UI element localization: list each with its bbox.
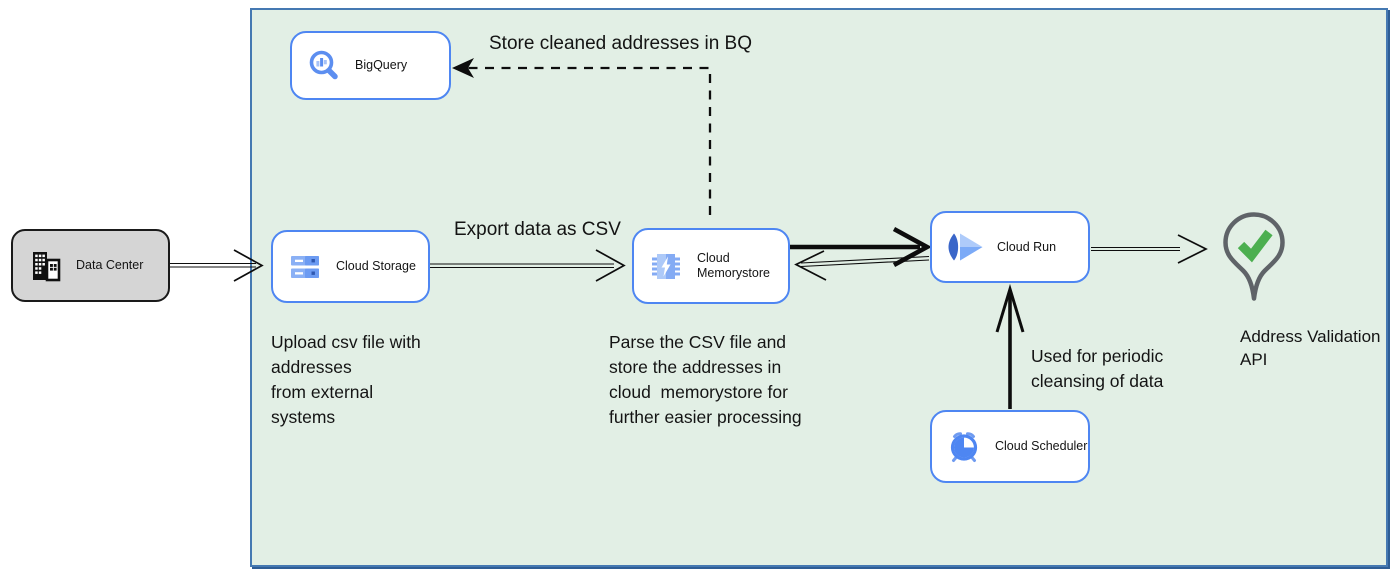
node-address-validation-api[interactable] (1220, 211, 1288, 312)
address-validation-api-label: Address Validation API (1240, 327, 1381, 369)
node-label-cloud-scheduler: Cloud Scheduler (995, 439, 1088, 453)
node-label-cloud-storage: Cloud Storage (336, 259, 416, 273)
node-label-data-center: Data Center (76, 258, 144, 272)
gcp-boundary (250, 8, 1388, 567)
pin-check-icon (1223, 212, 1285, 301)
cloud-storage-icon (291, 255, 319, 278)
edge-datacenter-to-storage (170, 249, 264, 282)
node-label-cloud-memorystore: Cloud Memorystore (697, 251, 770, 280)
bigquery-icon (309, 50, 338, 79)
label-periodic-cleansing: Used for periodic cleansing of data (1031, 346, 1164, 391)
data-center-icon (33, 251, 61, 281)
node-data-center[interactable]: Data Center (11, 229, 170, 302)
node-bigquery[interactable]: BigQuery (290, 31, 451, 100)
node-cloud-scheduler[interactable]: Cloud Scheduler (930, 410, 1090, 483)
node-cloud-memorystore[interactable]: Cloud Memorystore (632, 228, 790, 304)
node-cloud-storage[interactable]: Cloud Storage (271, 230, 430, 303)
label-store-cleaned-addresses: Store cleaned addresses in BQ (489, 33, 752, 54)
node-label-cloud-run: Cloud Run (997, 239, 1057, 254)
annotation-upload-csv: Upload csv file with addresses from exte… (271, 332, 421, 427)
cloud-scheduler-icon (950, 431, 978, 462)
annotation-parse-csv: Parse the CSV file and store the address… (609, 332, 802, 427)
label-export-data-csv: Export data as CSV (454, 219, 621, 240)
node-cloud-run[interactable]: Cloud Run (930, 211, 1090, 283)
node-label-bigquery: BigQuery (355, 58, 408, 72)
cloud-memorystore-icon (652, 254, 680, 279)
cloud-run-icon (948, 233, 983, 261)
